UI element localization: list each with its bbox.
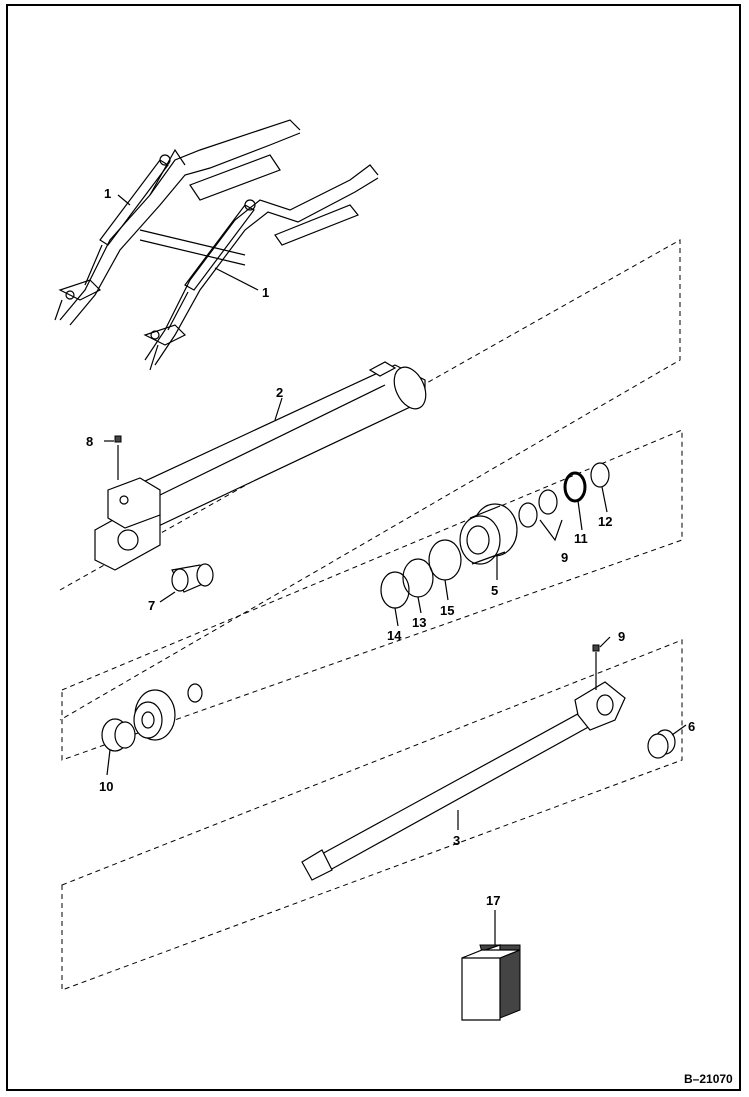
callout-9-rod: 9 <box>618 629 625 644</box>
callout-17: 17 <box>486 893 500 908</box>
piston-5 <box>459 503 518 565</box>
grease-fitting-9 <box>592 644 600 690</box>
leader-lines <box>104 194 687 945</box>
o-rings-13-14-15 <box>380 539 462 609</box>
callout-5: 5 <box>491 583 498 598</box>
piston-rod <box>301 681 626 881</box>
callout-12: 12 <box>598 514 612 529</box>
callout-9-seals: 9 <box>561 550 568 565</box>
seal-rings-9-11-12 <box>518 462 610 528</box>
cylinder-barrel <box>94 361 427 571</box>
gland-10 <box>101 683 203 752</box>
grease-fitting-8 <box>114 435 122 480</box>
seal-kit-17 <box>461 944 521 1021</box>
callout-7: 7 <box>148 598 155 613</box>
callout-1-rear: 1 <box>104 186 111 201</box>
callout-3: 3 <box>453 833 460 848</box>
callout-13: 13 <box>412 615 426 630</box>
rod-group-box <box>61 639 683 991</box>
callout-14: 14 <box>387 628 402 643</box>
callouts: 1 1 2 8 7 14 13 15 5 9 11 12 10 9 6 3 17 <box>86 186 695 908</box>
callout-8: 8 <box>86 434 93 449</box>
drawing-id-label: B–21070 <box>684 1072 733 1086</box>
callout-11: 11 <box>574 531 588 546</box>
bushing-6 <box>647 729 676 759</box>
callout-6: 6 <box>688 719 695 734</box>
callout-2: 2 <box>276 385 283 400</box>
callout-1-front: 1 <box>262 285 269 300</box>
callout-10: 10 <box>99 779 113 794</box>
loader-lift-arms <box>54 119 379 371</box>
bushing-7 <box>171 563 214 593</box>
callout-15: 15 <box>440 603 454 618</box>
